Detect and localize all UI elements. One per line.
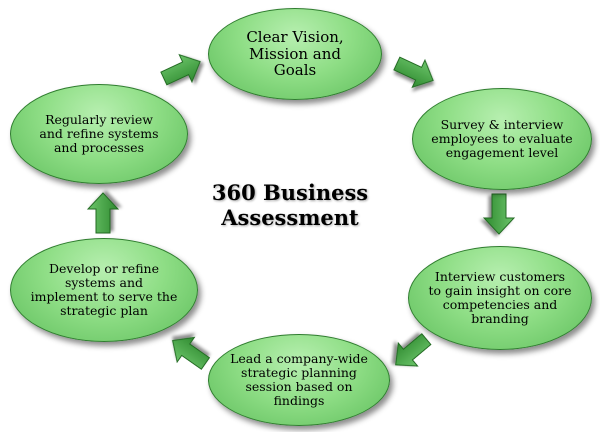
node-survey-line-3: engagement level bbox=[445, 145, 559, 160]
node-review: Regularly review and refine systems and … bbox=[10, 84, 188, 184]
node-customers: Interview customers to gain insight on c… bbox=[408, 246, 592, 350]
node-develop-line-4: strategic plan bbox=[60, 303, 148, 318]
node-planning-line-4: findings bbox=[273, 393, 325, 408]
node-review-line-3: and processes bbox=[53, 140, 144, 155]
node-planning-line-2: strategic planning bbox=[241, 365, 357, 380]
node-develop-line-2: systems and bbox=[64, 275, 144, 290]
arrow-develop-to-review bbox=[87, 192, 119, 234]
node-review-line-1: Regularly review bbox=[45, 112, 153, 127]
node-planning: Lead a company-wide strategic planning s… bbox=[208, 334, 390, 426]
node-develop-line-1: Develop or refine bbox=[48, 261, 159, 276]
diagram-title-line-1: 360 Business bbox=[211, 180, 369, 205]
node-planning-line-3: session based on bbox=[245, 379, 353, 394]
arrow-planning-to-develop bbox=[163, 327, 215, 377]
node-develop: Develop or refine systems and implement … bbox=[10, 238, 198, 342]
node-vision-line-2: Mission and bbox=[248, 44, 341, 63]
node-customers-line-2: to gain insight on core bbox=[428, 283, 572, 298]
diagram-title-line-2: Assessment bbox=[221, 205, 359, 231]
node-survey: Survey & interview employees to evaluate… bbox=[412, 88, 592, 190]
node-review-line-2: and refine systems bbox=[39, 126, 159, 141]
arrow-vision-to-survey bbox=[390, 49, 440, 95]
node-develop-line-3: implement to serve the bbox=[30, 289, 178, 304]
arrow-review-to-vision bbox=[157, 47, 207, 93]
node-survey-line-1: Survey & interview bbox=[440, 117, 564, 132]
arrow-survey-to-customers bbox=[483, 193, 515, 235]
diagram-title: 360 Business Assessment bbox=[190, 180, 390, 230]
node-customers-line-4: branding bbox=[471, 311, 529, 326]
node-planning-line-1: Lead a company-wide bbox=[230, 351, 368, 366]
node-vision-line-1: Clear Vision, bbox=[246, 27, 344, 46]
arrow-customers-to-planning bbox=[385, 327, 437, 377]
node-customers-line-3: competencies and bbox=[442, 297, 558, 312]
node-survey-line-2: employees to evaluate bbox=[431, 131, 573, 146]
node-customers-line-1: Interview customers bbox=[434, 269, 566, 284]
node-vision-line-3: Goals bbox=[273, 61, 317, 80]
node-vision: Clear Vision, Mission and Goals bbox=[208, 8, 382, 100]
